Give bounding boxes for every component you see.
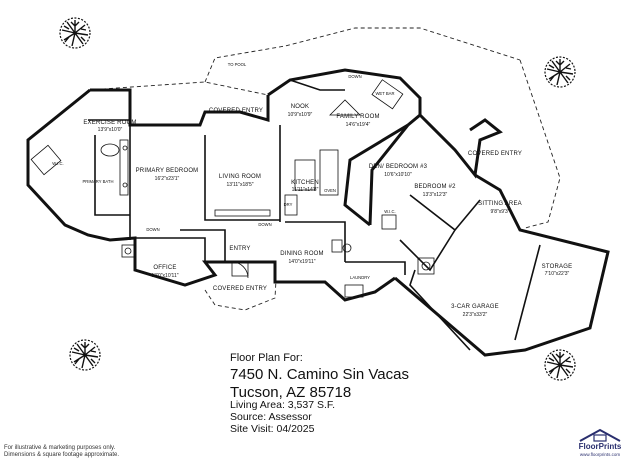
label-down-mid: DOWN: [258, 222, 271, 227]
tree-bottom-right: [544, 349, 576, 381]
tree-top-right: [544, 56, 576, 88]
label-family-room-dim: 14'6"x19'4": [346, 122, 371, 128]
floor-plan-heading: Floor Plan For:: [230, 352, 303, 364]
label-covered-entry-top: COVERED ENTRY: [209, 108, 263, 114]
label-nook-dim: 10'9"x10'9": [288, 112, 313, 118]
label-dining-room-dim: 14'0"x19'11": [288, 259, 315, 265]
label-dining-room: DINING ROOM: [280, 251, 324, 257]
house-roof-icon: [579, 428, 621, 442]
label-to-pool: TO POOL: [228, 62, 247, 67]
label-down-top: DOWN: [348, 74, 361, 79]
label-entry: ENTRY: [229, 246, 250, 252]
address-line-1: 7450 N. Camino Sin Vacas: [230, 366, 409, 383]
label-kitchen-dim: 11'11"x14'8": [292, 187, 319, 193]
fixtures: [30, 79, 435, 298]
label-wic: W.I.C.: [52, 161, 63, 166]
tree-top-left: [59, 17, 91, 49]
label-nook: NOOK: [291, 104, 309, 110]
site-visit: Site Visit: 04/2025: [230, 423, 315, 435]
tree-bottom-left: [69, 339, 101, 371]
label-kitchen: KITCHEN: [291, 180, 319, 186]
room-labels: TO POOL EXERCISE ROOM 13'9"x10'0" W.I.C.…: [52, 62, 572, 318]
label-bedroom2: BEDROOM #2: [414, 184, 456, 190]
label-bedroom2-dim: 13'3"x12'3": [423, 192, 448, 198]
label-down-left: DOWN: [146, 227, 159, 232]
label-sitting-area: SITTING AREA: [478, 201, 522, 207]
label-living-room-dim: 13'11"x18'5": [226, 182, 253, 188]
label-primary-bath: PRIMARY BATH: [83, 179, 114, 184]
label-office: OFFICE: [153, 265, 176, 271]
label-family-room: FAMILY ROOM: [336, 114, 379, 120]
label-storage: STORAGE: [542, 264, 573, 270]
label-sitting-area-dim: 9'8"x9'3": [490, 209, 509, 215]
label-living-room: LIVING ROOM: [219, 174, 261, 180]
label-oven: OVEN: [324, 188, 336, 193]
label-garage: 3-CAR GARAGE: [451, 304, 499, 310]
label-storage-dim: 7'10"x22'3": [545, 271, 570, 277]
brand-logo: FloorPrints www.floorprints.com: [564, 428, 636, 458]
interior-walls: [88, 79, 541, 351]
brand-name: FloorPrints: [578, 442, 622, 451]
label-laundry: LAUNDRY: [350, 275, 370, 280]
label-exercise-room-dim: 13'9"x10'0": [98, 127, 123, 133]
brand-url: www.floorprints.com: [579, 452, 621, 457]
label-office-dim: 13'0"x10'11": [151, 273, 178, 279]
label-primary-bedroom-dim: 16'2"x23'1": [155, 176, 180, 182]
label-primary-bedroom: PRIMARY BEDROOM: [136, 168, 199, 174]
disclaimer-line-2: Dimensions & square footage approximate.: [4, 452, 120, 458]
label-den-bedroom3: DEN/ BEDROOM #3: [369, 164, 428, 170]
source: Source: Assessor: [230, 411, 312, 423]
label-covered-entry-bottom: COVERED ENTRY: [213, 286, 267, 292]
disclaimer-line-1: For illustrative & marketing purposes on…: [4, 445, 116, 451]
label-covered-entry-right: COVERED ENTRY: [468, 151, 522, 157]
label-dry: DRY: [284, 202, 293, 207]
exterior-walls: [26, 68, 610, 357]
label-den-bedroom3-dim: 10'6"x10'10": [384, 172, 412, 178]
label-exercise-room: EXERCISE ROOM: [83, 120, 136, 126]
label-wet-bar: WET BAR: [375, 91, 394, 96]
label-garage-dim: 22'3"x33'2": [463, 312, 488, 318]
patio-dashed-outlines: [87, 27, 561, 311]
label-wic2: W.I.C.: [384, 209, 395, 214]
disclaimer: For illustrative & marketing purposes on…: [4, 445, 164, 459]
address-line-2: Tucson, AZ 85718: [230, 384, 352, 401]
living-area: Living Area: 3,537 S.F.: [230, 399, 336, 411]
